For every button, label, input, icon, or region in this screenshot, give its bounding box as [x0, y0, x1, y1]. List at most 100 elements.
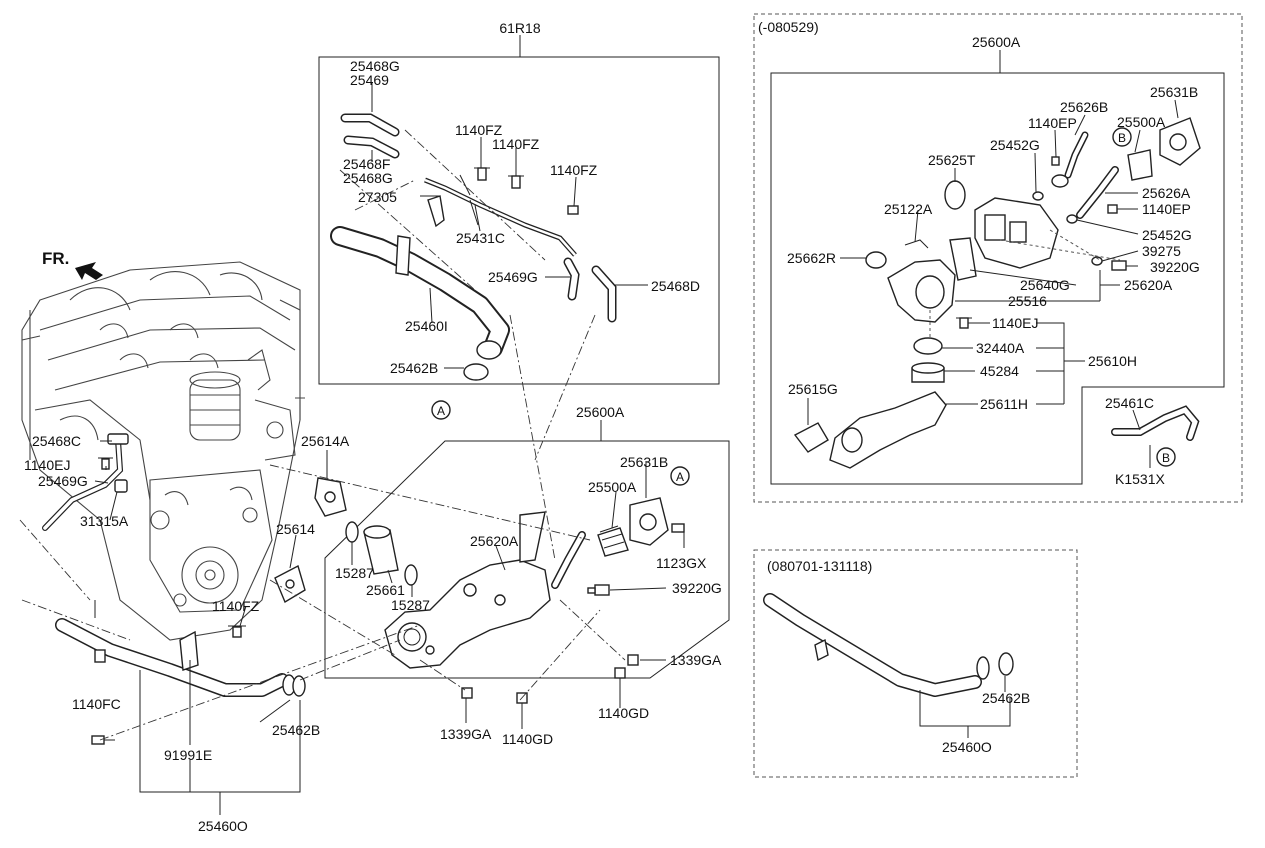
label-15287: 15287	[335, 565, 374, 581]
frame-61r18	[318, 56, 720, 385]
label-25516: 25516	[1008, 293, 1047, 309]
dashed-installation-lines	[19, 129, 1121, 741]
label-25611h: 25611H	[980, 396, 1028, 412]
label-1140ep: 1140EP	[1028, 115, 1077, 131]
label-25452g: 25452G	[1142, 227, 1192, 243]
label-25460i: 25460I	[405, 318, 448, 334]
bolt-1140fc	[91, 735, 105, 745]
label-1140fz: 1140FZ	[550, 162, 598, 178]
label-1140fc: 1140FC	[72, 696, 121, 712]
label-25460o: 25460O	[942, 739, 992, 755]
label-25462b: 25462B	[272, 722, 320, 738]
label-25468g: 25468G	[343, 170, 393, 186]
label-27305: 27305	[358, 189, 397, 205]
label-91991e: 91991E	[164, 747, 212, 763]
label-front: FR.	[42, 249, 69, 268]
label-25631b: 25631B	[1150, 84, 1198, 100]
label-1140gd: 1140GD	[502, 731, 553, 747]
part-labels: 61R18 25468G 25469 1140FZ 1140FZ 1140FZ …	[24, 19, 1200, 834]
engine-block-illustration	[21, 261, 305, 641]
label-1140fz: 1140FZ	[492, 136, 540, 152]
label-25640g: 25640G	[1020, 277, 1070, 293]
label-25614a: 25614A	[301, 433, 350, 449]
label-39275: 39275	[1142, 243, 1181, 259]
label-reference-b: B	[1118, 131, 1126, 145]
thermostat-25500a	[597, 527, 629, 557]
label-39220g: 39220G	[672, 580, 722, 596]
label-25431c: 25431C	[456, 230, 505, 246]
label-1140ej: 1140EJ	[992, 315, 1038, 331]
label-range-080529: (-080529)	[758, 19, 819, 35]
label-25600a: 25600A	[576, 404, 625, 420]
label-25620a: 25620A	[470, 533, 519, 549]
label-25625t: 25625T	[928, 152, 976, 168]
reference-b-lower	[1156, 447, 1176, 467]
label-25469g: 25469G	[488, 269, 538, 285]
label-25614: 25614	[276, 521, 315, 537]
water-pipe-25460o-later	[763, 593, 982, 697]
label-25122a: 25122A	[884, 201, 933, 217]
label-reference-b: B	[1162, 451, 1170, 465]
label-25468d: 25468D	[651, 278, 700, 294]
front-direction-arrow-icon	[75, 262, 103, 280]
frame-25600a-main	[324, 440, 730, 679]
frame-080529-dashed	[753, 13, 1243, 503]
label-25500a: 25500A	[1117, 114, 1166, 130]
label-25631b: 25631B	[620, 454, 668, 470]
leader-lines	[94, 82, 1179, 815]
label-25461c: 25461C	[1105, 395, 1154, 411]
gasket-25640g	[949, 237, 977, 281]
reference-b-upper	[1112, 127, 1132, 147]
label-32440a: 32440A	[976, 340, 1025, 356]
label-25468c: 25468C	[32, 433, 81, 449]
label-25662r: 25662R	[787, 250, 836, 266]
label-25469g: 25469G	[38, 473, 88, 489]
bracket-27305	[427, 195, 445, 228]
o-ring-32440a	[913, 337, 943, 355]
label-25610h: 25610H	[1088, 353, 1137, 369]
label-1140gd: 1140GD	[598, 705, 649, 721]
label-25626a: 25626A	[1142, 185, 1191, 201]
label-25620a: 25620A	[1124, 277, 1173, 293]
label-1123gx: 1123GX	[656, 555, 707, 571]
frame-080701-dashed	[753, 549, 1078, 778]
label-1140ep: 1140EP	[1142, 201, 1191, 217]
label-1140fz: 1140FZ	[212, 598, 260, 614]
label-k1531x: K1531X	[1115, 471, 1165, 487]
label-25460o: 25460O	[198, 818, 248, 834]
housing-25620a	[384, 559, 551, 669]
sensor-39220g-main	[594, 584, 610, 596]
label-25500a: 25500A	[588, 479, 637, 495]
label-25452g: 25452G	[990, 137, 1040, 153]
label-45284: 45284	[980, 363, 1019, 379]
reference-a-upper	[431, 400, 451, 420]
label-31315a: 31315A	[80, 513, 129, 529]
frame-25600a-inset	[770, 72, 1225, 485]
gasket-25615g	[793, 422, 829, 453]
label-25626b: 25626B	[1060, 99, 1108, 115]
label-25615g: 25615G	[788, 381, 838, 397]
label-25600a: 25600A	[972, 34, 1021, 50]
label-1140fz: 1140FZ	[455, 122, 503, 138]
label-25468g: 25468G	[350, 58, 400, 74]
label-15287: 15287	[391, 597, 430, 613]
reference-a-lower	[670, 466, 690, 486]
label-1140ej: 1140EJ	[24, 457, 70, 473]
label-reference-a: A	[676, 470, 684, 484]
label-25462b: 25462B	[982, 690, 1030, 706]
label-1339ga: 1339GA	[670, 652, 722, 668]
label-25469: 25469	[350, 72, 389, 88]
label-25462b: 25462B	[390, 360, 438, 376]
label-reference-a: A	[437, 404, 445, 418]
o-ring-25462b-later	[998, 652, 1014, 676]
label-range-080701-131118: (080701-131118)	[767, 558, 872, 574]
o-ring-25462b-left	[292, 675, 306, 697]
thermostat-25500a-inset	[1127, 149, 1153, 181]
label-61r18: 61R18	[499, 20, 540, 36]
o-ring-25462b-upper	[463, 363, 489, 381]
label-25468f: 25468F	[343, 156, 390, 172]
label-25661: 25661	[366, 582, 405, 598]
label-1339ga: 1339GA	[440, 726, 492, 742]
label-39220g: 39220G	[1150, 259, 1200, 275]
